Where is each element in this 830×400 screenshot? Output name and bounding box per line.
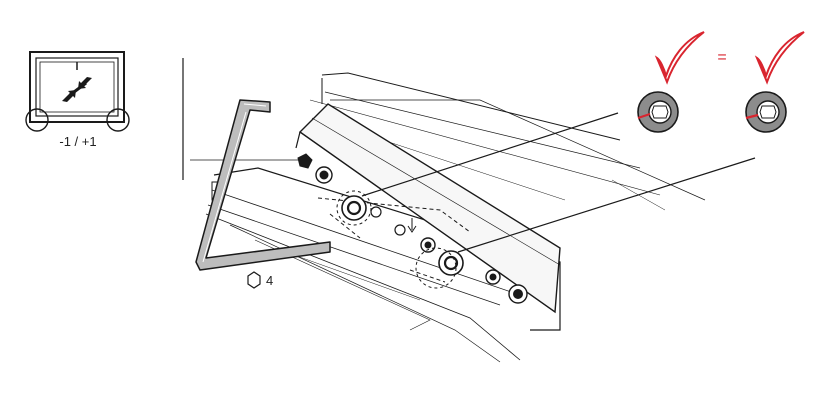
checkmark-icon-left <box>654 31 705 85</box>
hinge-screws <box>315 166 528 304</box>
screw-3 <box>485 269 501 285</box>
checkmark-icon-right <box>754 31 805 85</box>
legend: = <box>637 31 805 133</box>
screw-4 <box>508 284 528 304</box>
leader-lines <box>361 112 756 253</box>
hinge-hole <box>370 206 382 218</box>
adjustment-label: -1 / +1 <box>59 134 96 149</box>
hinge-hole-2 <box>394 224 406 236</box>
hex-badge-icon <box>297 153 313 169</box>
eccentric-cam-upper <box>336 190 372 226</box>
window-frame <box>182 58 706 211</box>
allen-key <box>195 99 331 271</box>
screw-1 <box>315 166 333 184</box>
hinge-body <box>295 103 561 314</box>
corner-circle-right <box>106 108 130 132</box>
sash-rail <box>205 167 561 363</box>
eccentric-cam-marker-left <box>637 91 679 133</box>
eccentric-cam-marker-right <box>745 91 787 133</box>
screw-2 <box>420 237 436 253</box>
hexagon-icon <box>247 271 261 289</box>
eccentric-cam-lower <box>415 247 464 289</box>
equals-sign: = <box>717 49 726 66</box>
diagonal-double-arrow-icon <box>62 77 92 102</box>
corner-circle-left <box>25 108 49 132</box>
down-arrow-icon <box>407 218 417 233</box>
hex-key-size-label: 4 <box>266 273 273 288</box>
adjustment-inset: -1 / +1 <box>25 51 130 149</box>
